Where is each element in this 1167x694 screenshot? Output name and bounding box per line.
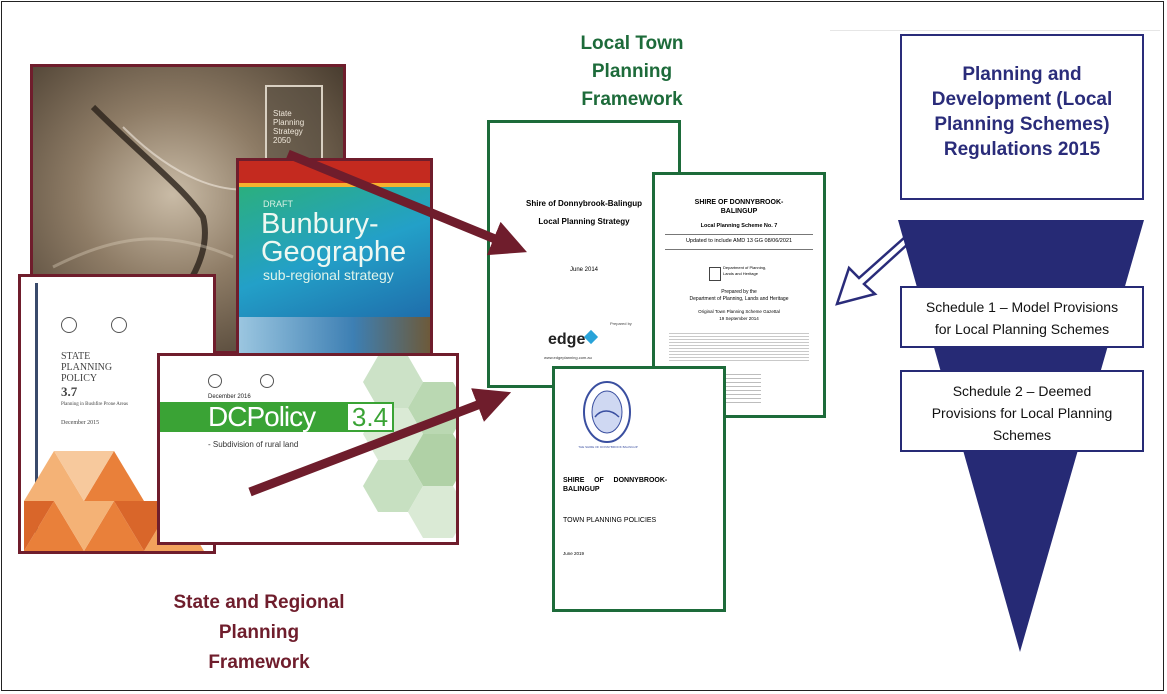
scheme-update: Updated to include AMD 13 GG 08/06/2021 <box>685 238 793 244</box>
spp-date: December 2015 <box>61 420 100 426</box>
wapc-logo-icon <box>111 317 127 333</box>
bunbury-title-1: Bunbury- <box>261 208 379 240</box>
schedule-2-line-1: Schedule 2 – Deemed <box>952 383 1092 399</box>
scheme-prep-2: Department of Planning, Lands and Herita… <box>689 296 789 302</box>
strategy-title-1: Shire of Donnybrook-Balingup <box>526 199 642 208</box>
scheme-rule-1 <box>665 234 813 235</box>
strategy-date: June 2014 <box>569 267 599 273</box>
policies-seal-text: THE SHIRE OF DONNYBROOK BALINGUP <box>578 445 638 449</box>
scheme-dept-2: Lands and Heritage <box>723 271 758 276</box>
regulations-line-1: Planning and <box>962 64 1082 85</box>
arrow-dc-to-scheme <box>248 388 512 497</box>
schedule-1-line-2: for Local Planning Schemes <box>934 321 1110 337</box>
bunbury-subtitle: sub-regional strategy <box>263 267 394 283</box>
bunbury-title-2: Geographe <box>261 236 407 268</box>
spp-subtitle: Planning in Bushfire Prone Areas <box>61 402 128 407</box>
strategy-2050-line-2: Planning <box>273 118 305 127</box>
spp-spine-line <box>35 283 38 551</box>
dc-policy-number: 3.4 <box>346 402 394 432</box>
edge-logo: edge <box>548 331 586 348</box>
shire-seal-icon <box>583 381 631 443</box>
regulations-line-2: Development (Local <box>931 89 1113 110</box>
regulations-line-4: Regulations 2015 <box>943 139 1101 160</box>
bunbury-stripe <box>239 183 430 187</box>
scheme-crest-icon <box>709 267 721 281</box>
scheme-title-2: BALINGUP <box>720 208 758 215</box>
strategy-title-2: Local Planning Strategy <box>538 217 630 226</box>
scheme-prep-1: Prepared by the <box>721 289 757 295</box>
spp-number: 3.7 <box>61 384 78 399</box>
strategy-2050-line-4: 2050 <box>273 136 291 145</box>
strategy-2050-line-3: Strategy <box>273 127 303 136</box>
dc-wa-crest-icon <box>208 374 222 388</box>
state-title-line-2: Planning <box>218 622 300 643</box>
strategy-url: www.edgeplanning.com.au <box>544 355 592 360</box>
spp-line-2: PLANNING <box>61 362 113 373</box>
scheme-fine-print <box>669 331 809 361</box>
policies-title-1: SHIRE OF DONNYBROOK- <box>563 477 668 484</box>
town-planning-policies-doc: THE SHIRE OF DONNYBROOK BALINGUP SHIRE O… <box>552 366 726 612</box>
dc-policy-word: DCPolicy <box>208 401 316 432</box>
dc-subtitle: - Subdivision of rural land <box>208 440 299 449</box>
dc-wapc-logo-icon <box>260 374 274 388</box>
schedule-1-line-1: Schedule 1 – Model Provisions <box>925 299 1119 315</box>
scheme-title-1: SHIRE OF DONNYBROOK- <box>694 199 784 206</box>
strategy-2050-line-1: State <box>273 109 292 118</box>
bunbury-draft: DRAFT <box>263 199 293 209</box>
schedule-2-line-2: Provisions for Local Planning <box>931 405 1113 421</box>
dc-date: December 2016 <box>208 394 251 400</box>
local-framework-title: Local Town Planning Framework <box>552 30 712 114</box>
arrow-regulations-to-scheme <box>835 236 911 306</box>
policies-date: June 2019 <box>563 551 585 556</box>
schedule-1-box: Schedule 1 – Model Provisions for Local … <box>900 286 1144 348</box>
schedule-2-line-3: Schemes <box>992 427 1052 443</box>
strategy-prepared-by: Prepared by <box>610 321 632 326</box>
regulations-line-3: Planning Schemes) <box>934 114 1110 135</box>
schedule-2-box: Schedule 2 – Deemed Provisions for Local… <box>900 370 1144 452</box>
state-title-line-1: State and Regional <box>173 592 345 613</box>
state-title-line-3: Framework <box>208 652 310 673</box>
policies-title-2: BALINGUP <box>563 486 600 493</box>
scheme-subtitle: Local Planning Scheme No. 7 <box>700 223 778 229</box>
regulations-divider <box>830 30 1160 31</box>
scheme-gazettal-1: Original Town Planning Scheme Gazettal <box>698 309 780 314</box>
state-regional-framework-title: State and Regional Planning Framework <box>146 588 372 678</box>
local-title-line-1: Local Town <box>580 33 684 54</box>
spp-line-1: STATE <box>61 351 91 362</box>
scheme-rule-2 <box>665 249 813 250</box>
local-title-line-2: Planning <box>591 61 673 82</box>
scheme-dept-1: Department of Planning, <box>723 265 767 270</box>
scheme-gazettal-2: 19 September 2014 <box>719 316 759 321</box>
local-title-line-3: Framework <box>581 89 683 110</box>
dc-policy-3-4-cover: December 2016 DCPolicy 3.4 - Subdivision… <box>157 353 459 545</box>
spp-line-3: POLICY <box>61 373 98 384</box>
arrow-state-to-strategy <box>286 149 527 256</box>
wa-crest-icon <box>61 317 77 333</box>
policies-subtitle: TOWN PLANNING POLICIES <box>563 517 657 524</box>
regulations-title-box: Planning and Development (Local Planning… <box>900 34 1144 200</box>
